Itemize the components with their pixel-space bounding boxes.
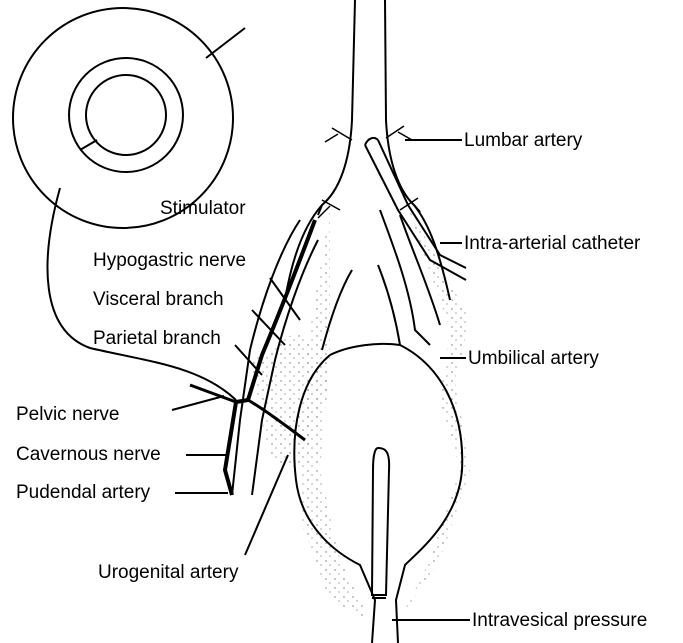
label-parietal-branch: Parietal branch bbox=[93, 328, 221, 350]
aorta-left-wall bbox=[285, 0, 355, 300]
label-pudendal-artery: Pudendal artery bbox=[16, 482, 150, 504]
label-hypogastric-nerve: Hypogastric nerve bbox=[93, 250, 246, 272]
leader-urogenital-artery bbox=[245, 455, 288, 555]
stimulator bbox=[13, 8, 233, 228]
stimulator-inner-ring bbox=[86, 75, 166, 155]
stimulator-outer-ring bbox=[13, 8, 233, 228]
label-umbilical-artery: Umbilical artery bbox=[468, 348, 599, 370]
lead-top bbox=[206, 28, 245, 58]
label-stimulator: Stimulator bbox=[160, 198, 246, 220]
label-urogenital-artery: Urogenital artery bbox=[98, 562, 238, 584]
label-lumbar-artery: Lumbar artery bbox=[464, 130, 582, 152]
label-pelvic-nerve: Pelvic nerve bbox=[16, 404, 120, 426]
label-intravesical-pressure: Intravesical pressure bbox=[472, 610, 647, 632]
label-intra-arterial-catheter: Intra-arterial catheter bbox=[464, 233, 640, 255]
bladder-catheter bbox=[372, 448, 389, 595]
leader-pelvic-nerve bbox=[172, 396, 224, 410]
label-visceral-branch: Visceral branch bbox=[93, 289, 224, 311]
label-cavernous-nerve: Cavernous nerve bbox=[16, 444, 161, 466]
leader-hypogastric-nerve bbox=[270, 278, 300, 320]
